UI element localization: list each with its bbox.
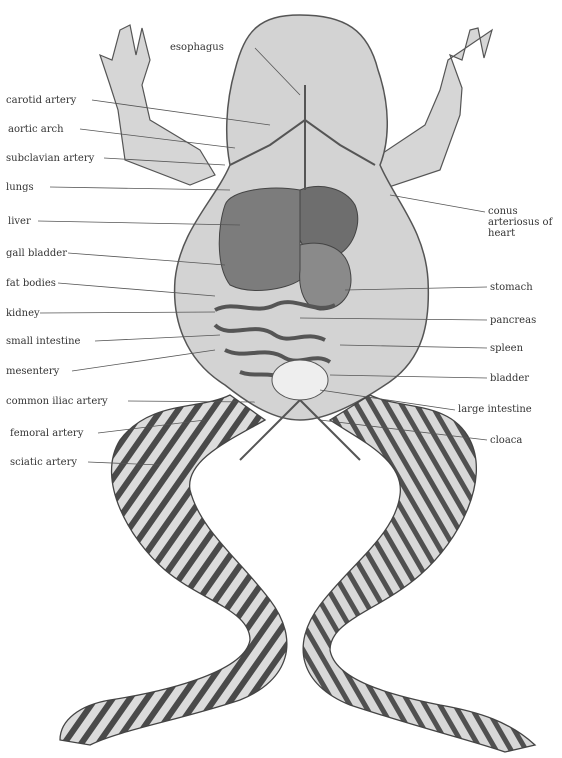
label-conus-arteriosus: conus arteriosus of heart: [488, 206, 552, 239]
label-small-intestine: small intestine: [6, 336, 80, 347]
label-conus-line2: arteriosus of: [488, 217, 552, 228]
label-common-iliac-artery: common iliac artery: [6, 396, 108, 407]
label-large-intestine: large intestine: [458, 404, 532, 415]
right-leg: [303, 395, 535, 752]
label-gall-bladder: gall bladder: [6, 248, 67, 259]
label-conus-line1: conus: [488, 206, 552, 217]
label-femoral-artery: femoral artery: [10, 428, 83, 439]
label-sciatic-artery: sciatic artery: [10, 457, 77, 468]
label-cloaca: cloaca: [490, 435, 522, 446]
label-pancreas: pancreas: [490, 315, 536, 326]
label-carotid-artery: carotid artery: [6, 95, 76, 106]
label-conus-line3: heart: [488, 228, 552, 239]
label-liver: liver: [8, 216, 31, 227]
label-aortic-arch: aortic arch: [8, 124, 64, 135]
label-esophagus: esophagus: [170, 42, 224, 53]
label-spleen: spleen: [490, 343, 523, 354]
label-kidney: kidney: [6, 308, 40, 319]
liver-shape: [219, 188, 300, 290]
label-lungs: lungs: [6, 182, 34, 193]
label-mesentery: mesentery: [6, 366, 59, 377]
label-fat-bodies: fat bodies: [6, 278, 56, 289]
label-subclavian-artery: subclavian artery: [6, 153, 94, 164]
label-bladder: bladder: [490, 373, 529, 384]
label-stomach: stomach: [490, 282, 533, 293]
bladder-shape: [272, 360, 328, 400]
